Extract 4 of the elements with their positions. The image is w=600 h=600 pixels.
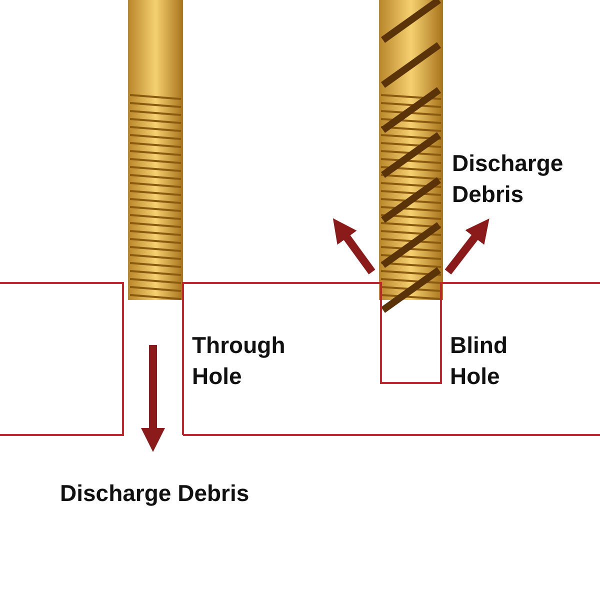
- text-label: Through Hole: [192, 331, 286, 391]
- text-label: Discharge Debris: [60, 479, 250, 508]
- text-label: Blind Hole: [450, 331, 508, 391]
- text-label: Discharge Debris: [452, 149, 564, 209]
